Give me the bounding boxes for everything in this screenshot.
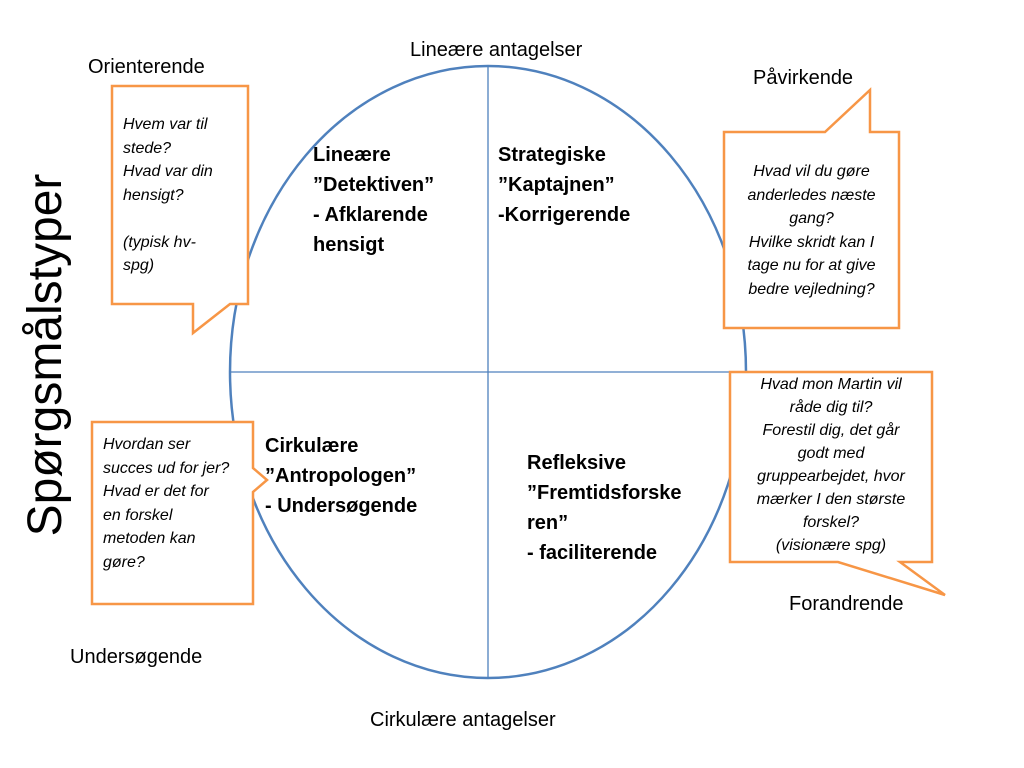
quadrant-top-right-text: Strategiske ”Kaptajnen” -Korrigerende [498,140,630,230]
bubble-line: Hvem var til [123,116,208,133]
diagram-title: Spørgsmålstyper [19,173,72,537]
quadrant-line: Cirkulære [265,435,359,457]
bubble-line: Hvilke skridt kan I [748,233,875,251]
quadrant-line: - faciliterende [527,542,658,564]
bubble-line: spg) [123,257,155,274]
bubble-line: en forskel [103,506,173,524]
axis-label-bottom: Cirkulære antagelser [370,709,556,731]
bubble-top-right-text: Hvad vil du gøre anderledes næste gang? … [726,160,897,301]
bubble-line: succes ud for jer? [103,459,230,477]
bubble-line: forskel? [802,514,860,531]
bubble-line: råde dig til? [789,399,873,416]
quadrant-line: ”Kaptajnen” [498,174,615,196]
bubble-line: Hvad var din [123,163,213,180]
quadrant-line: hensigt [313,234,385,256]
bubble-line: Hvad vil du gøre [753,163,870,180]
quadrant-top-left-text: Lineære ”Detektiven” - Afklarende hensig… [313,140,434,260]
bubble-line: godt med [797,445,865,462]
bubble-line: gruppearbejdet, hvor [757,468,905,485]
quadrant-bottom-right-text: Refleksive ”Fremtidsforske ren” - facili… [527,448,682,568]
bubble-line: Hvordan ser [103,436,191,453]
quadrant-line: Strategiske [498,144,606,166]
quadrant-line: ”Fremtidsforske [527,482,682,504]
axis-label-top: Lineære antagelser [410,39,583,61]
bubble-line: (visionære spg) [775,537,887,554]
bubble-top-left-shape [110,84,250,336]
bubble-bottom-right-shape [728,370,946,597]
bubble-bottom-left-text: Hvordan ser succes ud for jer? Hvad er d… [103,433,251,574]
bubble-line: stede? [123,139,172,157]
quadrant-line: ”Antropologen” [265,465,417,487]
bubble-top-right-shape [722,87,901,330]
corner-label-top-left: Orienterende [88,56,205,78]
bubble-line: metoden kan [103,530,196,547]
quadrant-bottom-left-text: Cirkulære ”Antropologen” - Undersøgende [265,431,417,521]
bubble-line: hensigt? [123,186,184,204]
bubble-line: bedre vejledning? [748,280,875,298]
bubble-line [123,207,243,231]
bubble-bottom-right-text: Hvad mon Martin vil råde dig til? Forest… [732,373,930,557]
quadrant-line: Refleksive [527,452,626,474]
quadrant-line: ren” [527,512,569,534]
corner-label-bottom-left: Undersøgende [70,646,203,668]
bubble-bottom-left-shape [90,420,269,606]
bubble-line: Hvad mon Martin vil [760,376,902,393]
bubble-line: Hvad er det for [103,483,209,500]
corner-label-top-right: Påvirkende [753,67,854,89]
bubble-top-left-text: Hvem var til stede? Hvad var din hensigt… [123,113,243,278]
bubble-line: gøre? [103,553,145,571]
bubble-line: mærker I den største [756,491,906,508]
quadrant-line: Lineære [313,144,391,166]
bubble-line: gang? [789,210,834,227]
corner-label-bottom-right: Forandrende [789,593,904,615]
quadrant-line: - Afklarende [313,204,428,226]
bubble-line: anderledes næste [747,186,876,204]
quadrant-line: ”Detektiven” [313,174,435,196]
bubble-line: Forestil dig, det går [762,422,900,439]
bubble-line: (typisk hv- [123,233,196,251]
quadrant-line: -Korrigerende [498,204,631,226]
quadrant-line: - Undersøgende [265,495,418,517]
bubble-line: tage nu for at give [747,257,876,274]
